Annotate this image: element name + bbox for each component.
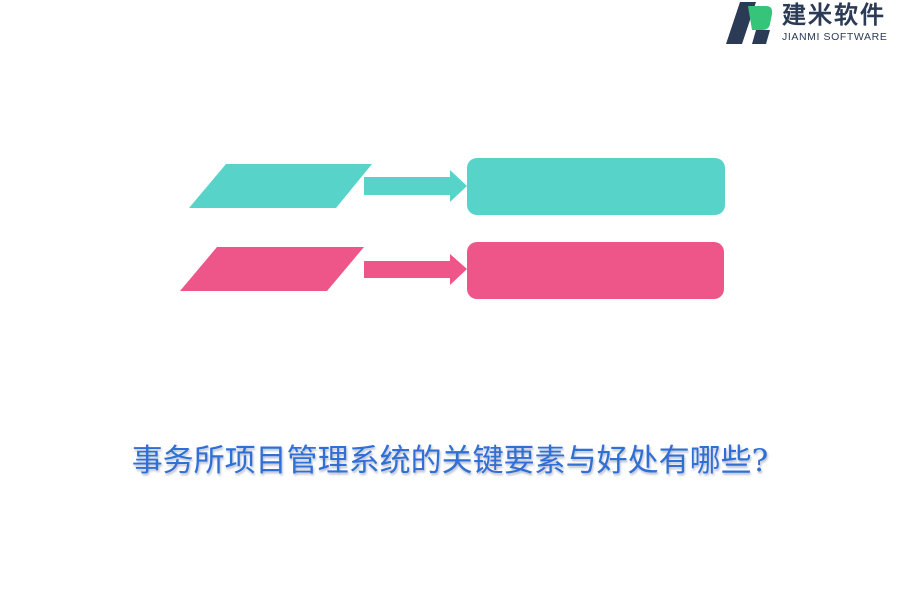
result-box-2: [467, 242, 724, 299]
arrow-right-icon: [364, 170, 467, 202]
arrow-right-icon: [364, 254, 467, 285]
result-box-1: [467, 158, 725, 215]
logo-name-en: JIANMI SOFTWARE: [782, 31, 888, 43]
brand-logo: 建米软件 JIANMI SOFTWARE: [726, 0, 900, 46]
diagram-row-1: [189, 158, 725, 215]
page-title: 事务所项目管理系统的关键要素与好处有哪些?: [131, 443, 769, 479]
logo-name-cn: 建米软件: [782, 1, 886, 29]
diagram-row-2: [180, 242, 724, 299]
jianmi-logo-icon: [726, 2, 773, 44]
input-parallelogram-2: [180, 247, 364, 291]
input-parallelogram-1: [189, 164, 372, 208]
